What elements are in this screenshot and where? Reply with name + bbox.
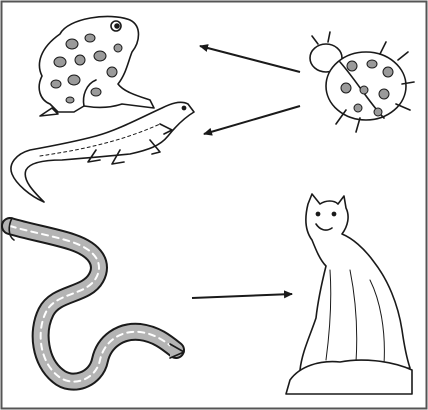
diagram-canvas xyxy=(0,0,428,410)
food-web-diagram xyxy=(0,0,428,410)
